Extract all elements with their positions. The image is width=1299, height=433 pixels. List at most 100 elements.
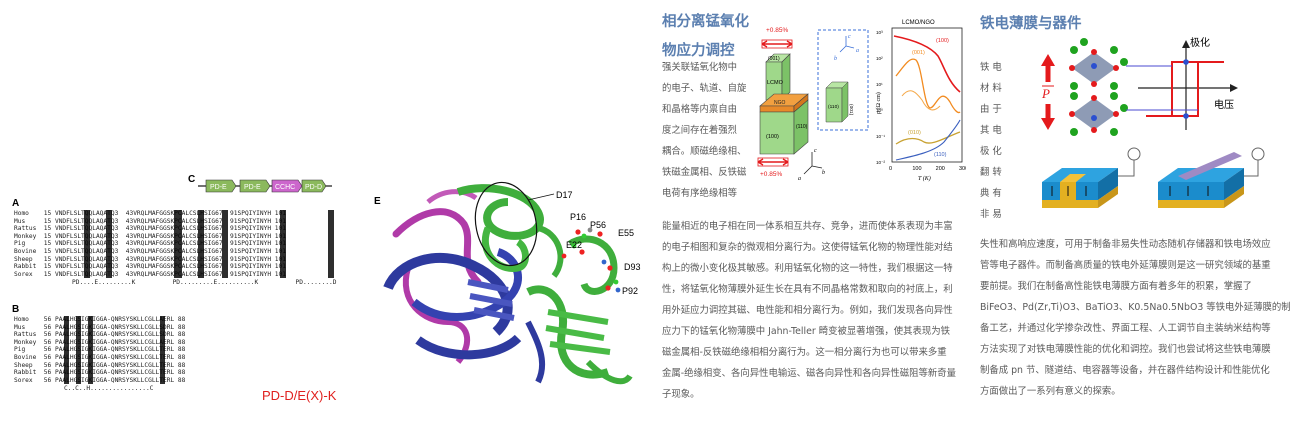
conserved-column <box>88 316 93 385</box>
manganite-text-full: 能量相近的电子相在同一体系相互共存、竞争，进而使体系表现为丰富的电子相图和复杂的… <box>662 216 972 405</box>
xtick-label: 100 <box>912 166 921 172</box>
strain-label-top: +0.85% <box>766 27 788 34</box>
axis-label-b2: b <box>834 56 837 62</box>
ribbon-blue-5 <box>525 320 546 384</box>
ferroelectric-text-full: 失性和高响应速度，可用于制备非易失性动态随机存储器和铁电场效应管等电子器件。而制… <box>980 234 1292 402</box>
xtick-label: 200 <box>936 166 945 172</box>
motif-label: PD-D/E(X)-K <box>262 388 337 403</box>
alignment-row: Mus 56 PAALHGSIGKIGGA-QNRSYSKLLCGLLSDRL … <box>14 323 186 331</box>
face-label-001-top: (001) <box>768 56 780 62</box>
axis-label-b1: b <box>822 170 825 176</box>
alignment-row: Rabbit 15 VNDFLSLTQQLAQATQ3 43VRQLMAFGGS… <box>14 263 286 271</box>
plot-xticks: 0100200300 <box>889 166 966 172</box>
ytick-label: 10⁻¹ <box>876 134 886 139</box>
face-label-110-right: (110) <box>828 104 839 110</box>
conserved-column <box>64 316 69 385</box>
label-voltage: 电压 <box>1214 98 1234 111</box>
paragraph-line: 电荷有序绝缘相等 <box>662 188 738 199</box>
paragraph-line: 方法实现了对铁电薄膜性能的优化和调控。我们也尝试将这些铁电薄膜 <box>980 344 1271 355</box>
residue-label-d93: D93 <box>624 262 641 272</box>
ytick-label: 10² <box>876 56 883 61</box>
domain-cchc <box>271 179 303 193</box>
domain-pd-d-label: PD-D <box>305 184 322 191</box>
alignment-row: Bovine 56 PAALHGSIGKIGGA-QNRSYSKLLCGLLTE… <box>14 354 186 361</box>
alignment-row: Monkey 15 VNDFLSLTQQLAQATQ3 43VRQLMAFGGS… <box>14 232 286 240</box>
axis-triad-upper <box>839 36 855 53</box>
face-label-001-right: (001) <box>848 104 854 116</box>
ytick-label: 10³ <box>876 30 883 35</box>
xtick-label: 300 <box>959 166 966 172</box>
rotated-substrate-box <box>817 29 869 131</box>
conserved-column <box>280 210 286 279</box>
face-label-lcmo: LCMO <box>767 80 784 86</box>
alignment-figure: C PD-E PD-E CCHC PD-D A Homo 15 VNDFLSLT… <box>0 160 370 430</box>
conserved-column <box>106 210 112 279</box>
plot-title: LCMO/NGO <box>902 20 935 26</box>
device-left <box>1042 147 1141 208</box>
alignment-row: Rattus 56 PAALHGSIGKIGGA-QNRSYSKLLCGLLSD… <box>14 331 186 339</box>
paragraph-line: 备工艺，并通过化学掺杂改性、界面工程、人工调节自主装纳米结构等 <box>980 323 1271 334</box>
ytick-label: 10⁰ <box>876 108 883 113</box>
paragraph-line: 极 化 <box>980 146 1002 157</box>
ferroelectric-text-wrapped: 铁 电材 料由 于其 电极 化翻 转典 有非 易 <box>980 57 1040 225</box>
conserved-column <box>76 316 81 385</box>
strain-arrow-bottom <box>757 158 789 166</box>
curve-label-010: (010) <box>908 130 921 136</box>
conserved-column <box>328 210 334 279</box>
ribbon-blue-4 <box>467 279 515 321</box>
consensus-b: C..C..H................C <box>64 385 154 393</box>
axis-triad-lower <box>803 152 823 175</box>
paragraph-line: 耦合。顺磁绝缘相、 <box>662 146 747 157</box>
perovskite-cell-top <box>1069 38 1128 90</box>
device-right <box>1158 147 1265 208</box>
protein-structure: D17 P16 P56 E55 E22 D93 P92 <box>383 181 641 385</box>
paragraph-line: 应力下的锰氧化物薄膜中 Jahn-Teller 畸变被显著增强，使其表现为铁 <box>662 326 950 337</box>
curve-label-001: (001) <box>912 50 925 56</box>
conserved-column <box>222 210 228 279</box>
alignment-row: Sheep 15 VNDFLSLTQQLAQATQ3 43VRQLMAFGGSK… <box>14 255 286 263</box>
domain-diagram: PD-E PD-E CCHC PD-D <box>198 179 332 193</box>
domain-cchc-label: CCHC <box>275 184 295 191</box>
section-title-manganite-line1: 相分离锰氧化 <box>662 14 749 30</box>
face-label-100: (100) <box>766 134 779 140</box>
curve-label-110: (110) <box>934 152 947 158</box>
ytick-label: 10¹ <box>876 82 883 87</box>
curve-label-100: (100) <box>936 38 949 44</box>
paragraph-line: 用外延应力调控其磁、电性能和相分离行为。例如，我们发现各向异性 <box>662 305 953 316</box>
strain-arrow-top <box>761 40 793 48</box>
alignment-row: Sorex 15 VNDFLSLTQQLAQATQ3 43VRQLMAFGGSK… <box>14 270 286 278</box>
paragraph-line: 的电子相图和复杂的微观相分离行为。这使得锰氧化物的物理性能对结 <box>662 242 953 253</box>
alignment-row: Sorex 56 PAALHGSIGKIGGA-QNRSYSKLLCGLLTER… <box>14 376 186 384</box>
alignment-row: Rattus 15 VNDFLSLTQQLAQATQ3 43VRQLMAFGGS… <box>14 225 286 233</box>
alignment-row: Mus 15 VNDFLSLTQQLAQATQ3 43VRQLMAFGGSKPC… <box>14 217 286 225</box>
alignment-row: Sheep 56 PAALHGSIGKIGGA-QNRSYSKLLCGLLTER… <box>14 361 186 369</box>
paragraph-line: 翻 转 <box>980 167 1002 178</box>
paragraph-line: 非 易 <box>980 209 1002 220</box>
alignment-row: Pig 15 VNDFLSLTQQLAQATQ3 43VRQLMAFGGSKPC… <box>14 240 286 248</box>
face-label-110: (110) <box>796 124 808 130</box>
domain-pd-e-2 <box>239 179 271 193</box>
paragraph-line: 要前提。我们在制备高性能铁电薄膜方面有着多年的积累，掌握了 <box>980 281 1252 292</box>
paragraph-line: 材 料 <box>980 83 1002 94</box>
residue-label-d17: D17 <box>556 190 573 200</box>
side-chains <box>561 227 621 293</box>
alignment-row: Monkey 56 PAALHGSIGKIGGA-QNRSYSKLLCGLLAE… <box>14 338 186 346</box>
ribbon-magenta-2 <box>403 267 470 364</box>
ribbon-magenta-3 <box>426 189 478 204</box>
paragraph-line: 管等电子器件。而制备高质量的铁电外延薄膜则是这一研究领域的基重 <box>980 260 1271 271</box>
domain-pd-e-2-label: PD-E <box>244 184 261 191</box>
paragraph-line: 构上的微小变化极其敏感。利用锰氧化物的这一特性，我们根据这一特 <box>662 263 953 274</box>
residue-label-p56: P56 <box>590 220 606 230</box>
residue-label-p16: P16 <box>570 212 586 222</box>
paragraph-line: 磁金属相-反铁磁绝缘相相分离行为。这一相分离行为也可以带来多重 <box>662 347 947 358</box>
curve-001 <box>895 58 961 114</box>
ribbon-blue-1 <box>383 253 513 336</box>
consensus-a: PD....E.........K PD.........E..........… <box>72 279 337 287</box>
alignment-row: Homo 56 PAALHGSIGKIGGA-QNRSYSKLLCGLLAERL… <box>14 316 186 323</box>
label-leader-d17 <box>527 193 555 201</box>
domain-pd-e-1 <box>205 179 237 193</box>
paragraph-line: 铁磁金属相、反铁磁 <box>662 167 747 178</box>
panel-a-alignment: Homo 15 VNDFLSLTQQLAQATQ3 43VRQLMAFGGSKP… <box>14 210 364 290</box>
